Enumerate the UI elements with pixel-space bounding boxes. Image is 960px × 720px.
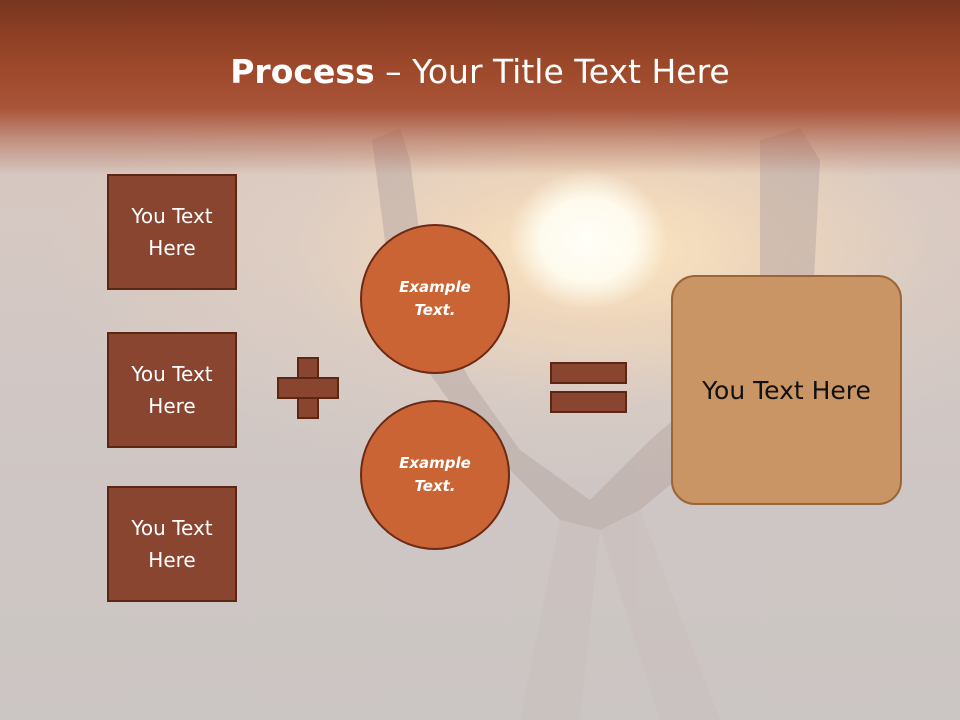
circle-label: Example Text. <box>399 452 471 498</box>
text-box-line: Here <box>148 236 196 260</box>
text-box-label: You Text Here <box>131 512 212 576</box>
slide-title: Process – Your Title Text Here <box>0 52 960 91</box>
equals-bar-bottom <box>550 391 627 413</box>
circle-line: Text. <box>414 477 456 495</box>
text-box-3[interactable]: You Text Here <box>107 486 237 602</box>
title-dash: – <box>374 52 413 91</box>
text-box-label: You Text Here <box>131 358 212 422</box>
text-box-line: You Text <box>131 362 213 386</box>
text-box-line: Here <box>148 394 196 418</box>
circle-label: Example Text. <box>399 276 471 322</box>
plus-icon <box>277 357 339 419</box>
text-box-line: Here <box>148 548 196 572</box>
text-box-2[interactable]: You Text Here <box>107 332 237 448</box>
title-banner <box>0 0 960 175</box>
text-box-line: You Text <box>131 204 213 228</box>
text-box-line: You Text <box>131 516 213 540</box>
circle-line: Example <box>399 278 471 296</box>
example-circle-1[interactable]: Example Text. <box>360 224 510 374</box>
example-circle-2[interactable]: Example Text. <box>360 400 510 550</box>
equals-bar-top <box>550 362 627 384</box>
circle-line: Example <box>399 454 471 472</box>
result-label: You Text Here <box>702 375 871 405</box>
circle-line: Text. <box>414 301 456 319</box>
title-bold: Process <box>230 52 375 91</box>
text-box-1[interactable]: You Text Here <box>107 174 237 290</box>
title-rest: Your Title Text Here <box>412 52 730 91</box>
result-box[interactable]: You Text Here <box>671 275 902 505</box>
text-box-label: You Text Here <box>131 200 212 264</box>
